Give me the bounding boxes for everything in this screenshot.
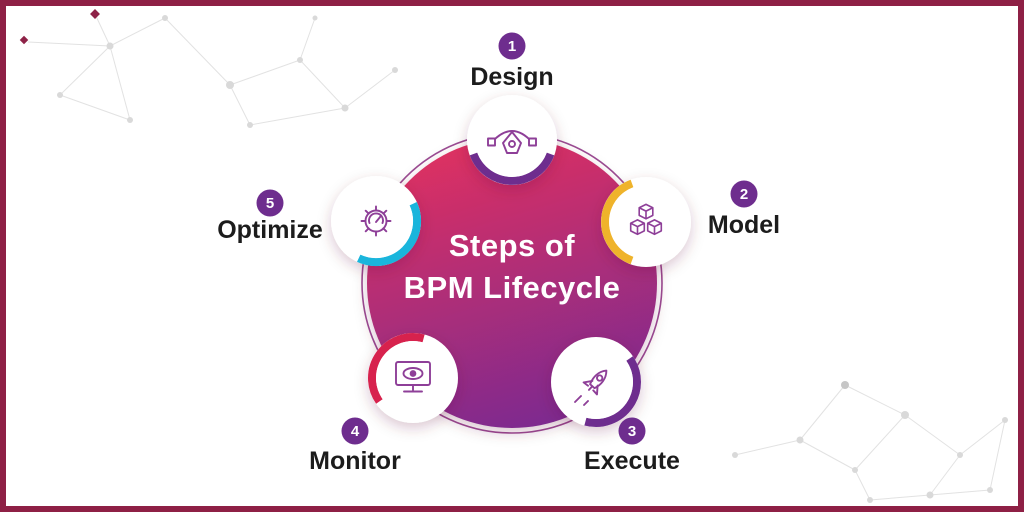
decor-network-bottom-right: [734, 384, 1006, 501]
step-4-badge: [341, 417, 369, 445]
step-3-number: 3: [628, 423, 636, 440]
execute-label: Execute: [584, 447, 680, 475]
step-2-number: 2: [740, 186, 748, 203]
step-5-number: 5: [266, 195, 274, 212]
step-1-badge: [498, 32, 526, 60]
step-execute-caption: 3 Execute: [584, 417, 680, 475]
optimize-arc: [357, 202, 421, 266]
step-model: [601, 177, 691, 267]
step-optimize: [331, 176, 421, 266]
step-3-badge: [618, 417, 646, 445]
diagram-title-line1: Steps of: [449, 228, 575, 263]
decor-network-top-left: [27, 13, 396, 126]
design-arc: [469, 152, 555, 185]
model-arc: [601, 179, 634, 265]
gear-gauge-icon: [360, 205, 392, 237]
design-label: Design: [470, 63, 553, 91]
pen-tool-icon: [487, 130, 537, 154]
step-monitor-caption: 4 Monitor: [309, 417, 401, 475]
execute-arc: [584, 356, 641, 427]
monitor-eye-icon: [395, 361, 431, 393]
monitor-label: Monitor: [309, 447, 401, 475]
rocket-icon: [574, 369, 608, 406]
decor-dots-top-left: [57, 15, 398, 128]
step-design: [467, 95, 557, 185]
step-5-badge: [256, 189, 284, 217]
model-label: Model: [708, 211, 780, 239]
step-2-badge: [730, 180, 758, 208]
decor-accent-dots: [19, 9, 100, 45]
optimize-label: Optimize: [217, 216, 323, 244]
step-model-caption: 2 Model: [708, 180, 780, 239]
step-monitor: [368, 333, 458, 423]
monitor-arc: [368, 333, 425, 404]
step-4-number: 4: [351, 423, 360, 440]
diagram-title-line2: BPM Lifecycle: [404, 270, 621, 305]
step-execute: [551, 337, 641, 427]
decor-dots-bottom-right: [732, 381, 1008, 503]
step-1-number: 1: [508, 38, 516, 55]
step-design-caption: 1 Design: [470, 32, 554, 91]
step-optimize-caption: 5 Optimize: [217, 189, 323, 244]
